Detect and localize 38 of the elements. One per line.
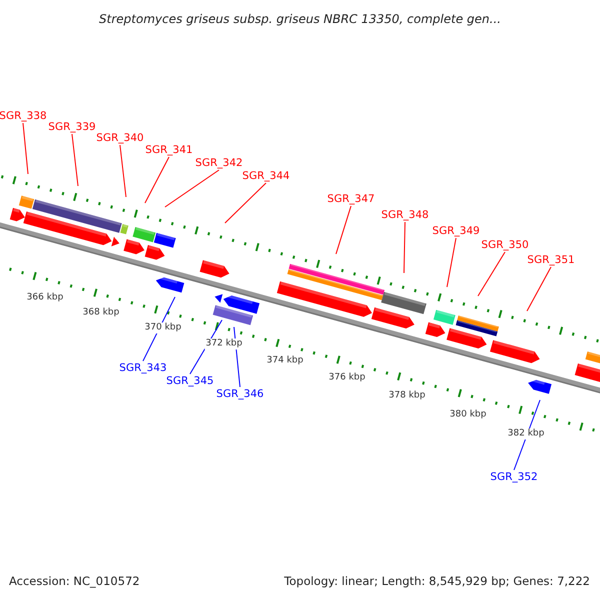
leader-line [526, 266, 552, 312]
leader-line [478, 252, 506, 296]
gene-label: SGR_341 [145, 143, 193, 157]
gene-label: SGR_342 [195, 156, 243, 170]
leader-line [446, 238, 456, 288]
gene-label: SGR_352 [490, 470, 538, 484]
gene-label: SGR_340 [96, 131, 144, 145]
scale-label: 370 kbp [144, 322, 182, 334]
gene-label: SGR_349 [432, 224, 480, 238]
scale-label: 378 kbp [388, 390, 426, 402]
leader-line [22, 122, 28, 174]
scale-label: 366 kbp [26, 292, 64, 304]
footer-text: Topology: linear; Length: 8,545,929 bp; Genes: 7,222 [284, 574, 590, 588]
gene-label: SGR_343 [119, 361, 167, 375]
gene-label: SGR_347 [327, 192, 375, 206]
gene-label: SGR_351 [527, 253, 575, 267]
gene-label: SGR_348 [381, 208, 429, 222]
leader-line [164, 170, 220, 208]
gene-label: SGR_350 [481, 238, 529, 252]
scale-label: 374 kbp [266, 356, 304, 366]
gene-label: SGR_345 [166, 374, 214, 388]
leader-line [404, 222, 406, 274]
gene-label: SGR_339 [48, 120, 96, 134]
scale-label: 372 kbp [204, 338, 244, 350]
leader-line [336, 206, 352, 254]
footer-text: Accession: NC_010572 [9, 574, 140, 588]
leader-line [72, 134, 78, 186]
scale-label: 376 kbp [328, 372, 366, 384]
leader-line [120, 144, 126, 198]
leader-line [144, 156, 170, 204]
scale-label: 368 kbp [82, 308, 120, 318]
title: Streptomyces griseus subsp. griseus NBRC 13350, complete gen... [98, 12, 502, 26]
scale-label: 380 kbp [448, 410, 488, 420]
gene-label: SGR_346 [216, 387, 264, 401]
scale-label: 382 kbp [506, 428, 546, 440]
gene-label: SGR_338 [0, 109, 47, 123]
gene-label: SGR_344 [242, 169, 290, 183]
leader-line [224, 182, 266, 224]
